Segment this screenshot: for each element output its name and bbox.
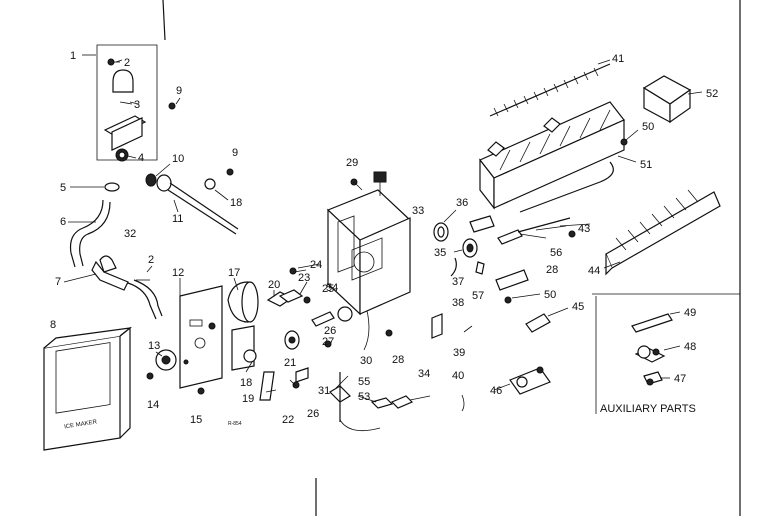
mounting-plate: R-854 [146, 285, 242, 427]
callout-15: 15 [190, 414, 202, 426]
callout-54: 54 [326, 282, 338, 294]
callout-11: 11 [172, 213, 183, 225]
callout-38: 38 [452, 297, 464, 309]
callout-18: 18 [230, 197, 242, 209]
callout-41: 41 [612, 53, 624, 65]
front-cover-panel: ICE MAKER [43, 326, 133, 451]
callout-56: 56 [550, 247, 562, 259]
divider-line-top [162, 0, 166, 41]
control-housing [326, 171, 412, 316]
stripper [605, 189, 721, 276]
leader-lines [115, 59, 703, 403]
auxiliary-parts-box: AUXILIARY PARTS [592, 293, 740, 415]
callout-8: 8 [50, 319, 56, 331]
callout-48: 48 [684, 341, 696, 353]
callout-50: 50 [544, 289, 556, 301]
callout-6: 6 [60, 216, 66, 228]
callout-33: 33 [412, 205, 424, 217]
callout-14: 14 [147, 399, 159, 411]
callout-45: 45 [572, 301, 584, 313]
callout-30: 30 [360, 355, 372, 367]
callout-57: 57 [472, 290, 484, 302]
ice-mold [479, 63, 692, 213]
drawing-code: R-854 [228, 421, 242, 427]
callout-20: 20 [268, 279, 280, 291]
callout-19: 19 [242, 393, 254, 405]
callout-43: 43 [578, 223, 590, 235]
callout-50b: 50 [642, 121, 654, 133]
callout-3: 3 [134, 99, 140, 111]
callout-17: 17 [228, 267, 240, 279]
callout-12: 12 [172, 267, 184, 279]
callout-53: 53 [358, 391, 370, 403]
callout-23: 23 [298, 272, 310, 284]
callout-55: 55 [358, 376, 370, 388]
callout-21: 21 [284, 357, 296, 369]
callout-9: 9 [176, 85, 182, 97]
callout-labels: 1 2 3 9 4 10 9 5 18 6 11 29 32 2 12 17 2… [50, 50, 718, 426]
callout-9b: 9 [232, 147, 238, 159]
callout-44: 44 [588, 265, 600, 277]
callout-35: 35 [434, 247, 446, 259]
callout-46: 46 [490, 385, 502, 397]
callout-5: 5 [60, 182, 66, 194]
callout-28b: 28 [546, 264, 558, 276]
wiring-harness [329, 372, 431, 432]
valve-parts [431, 313, 551, 412]
bracket-assembly [82, 44, 158, 162]
callout-4: 4 [138, 152, 144, 164]
callout-49: 49 [684, 307, 696, 319]
callout-26: 26 [324, 325, 336, 337]
callout-37: 37 [452, 276, 464, 288]
callout-51: 51 [640, 159, 652, 171]
callout-34: 34 [418, 368, 430, 380]
auxiliary-label: AUXILIARY PARTS [600, 403, 696, 415]
callout-24: 24 [310, 259, 322, 271]
callout-39: 39 [453, 347, 465, 359]
callout-1: 1 [70, 50, 76, 62]
callout-31: 31 [318, 385, 330, 397]
callout-7: 7 [55, 276, 61, 288]
callout-47: 47 [674, 373, 686, 385]
callout-27: 27 [322, 336, 334, 348]
callout-52: 52 [706, 88, 718, 100]
callout-2b: 2 [148, 254, 154, 266]
callout-29: 29 [346, 157, 358, 169]
callout-18b: 18 [240, 377, 252, 389]
panel-text: ICE MAKER [64, 419, 98, 430]
callout-36: 36 [456, 197, 468, 209]
callout-32: 32 [124, 228, 136, 240]
callout-25: 25 [322, 283, 334, 295]
callout-28: 28 [392, 354, 404, 366]
callout-22: 22 [282, 414, 294, 426]
shaft-parts [433, 215, 576, 304]
callout-10: 10 [172, 153, 184, 165]
callout-26b: 26 [307, 408, 319, 420]
fill-tube [145, 102, 239, 235]
water-tubes [63, 182, 163, 320]
callout-13: 13 [148, 340, 160, 352]
callout-40: 40 [452, 370, 464, 382]
callout-2: 2 [124, 57, 130, 69]
